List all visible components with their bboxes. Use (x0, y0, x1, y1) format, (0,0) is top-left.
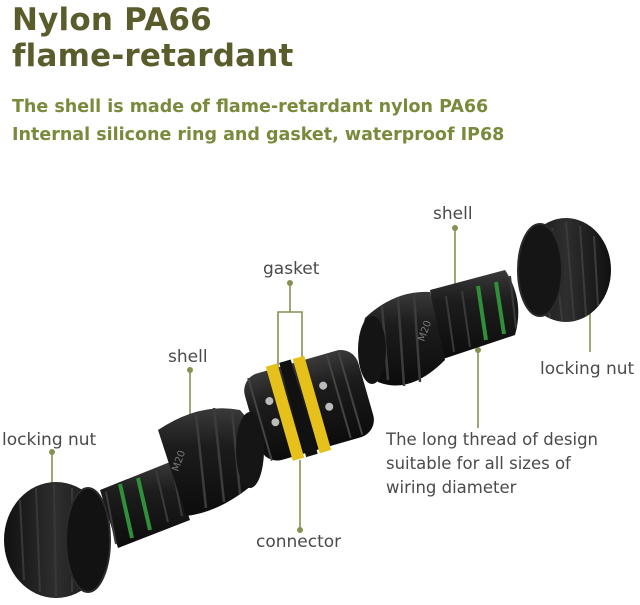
thread-description-line-1: The long thread of design (386, 430, 599, 449)
subtitle-line-2: Internal silicone ring and gasket, water… (12, 125, 505, 145)
callout-connector: connector (256, 532, 342, 552)
subtitle-line-1: The shell is made of flame-retardant nyl… (12, 97, 489, 117)
leader-lines (51, 228, 591, 530)
callout-gasket: gasket (263, 259, 320, 279)
locking-nut-left-part (4, 482, 111, 598)
locking-nut-right-part (517, 218, 611, 322)
thread-description-line-3: wiring diameter (386, 478, 517, 497)
callout-thread-description: The long thread of design suitable for a… (386, 428, 598, 500)
page-title-line-2: flame-retardant (12, 38, 294, 74)
shell-left-part: M20 (100, 407, 264, 548)
page-title-line-1: Nylon PA66 (12, 2, 212, 38)
thread-description-line-2: suitable for all sizes of (386, 454, 571, 473)
callout-locking-nut-left: locking nut (2, 430, 97, 450)
callout-shell-right: shell (433, 204, 473, 224)
connector-part (244, 350, 374, 461)
callout-locking-nut-right: locking nut (540, 359, 635, 379)
shell-right-part: M20 (358, 270, 519, 387)
callout-shell-left: shell (168, 347, 208, 367)
